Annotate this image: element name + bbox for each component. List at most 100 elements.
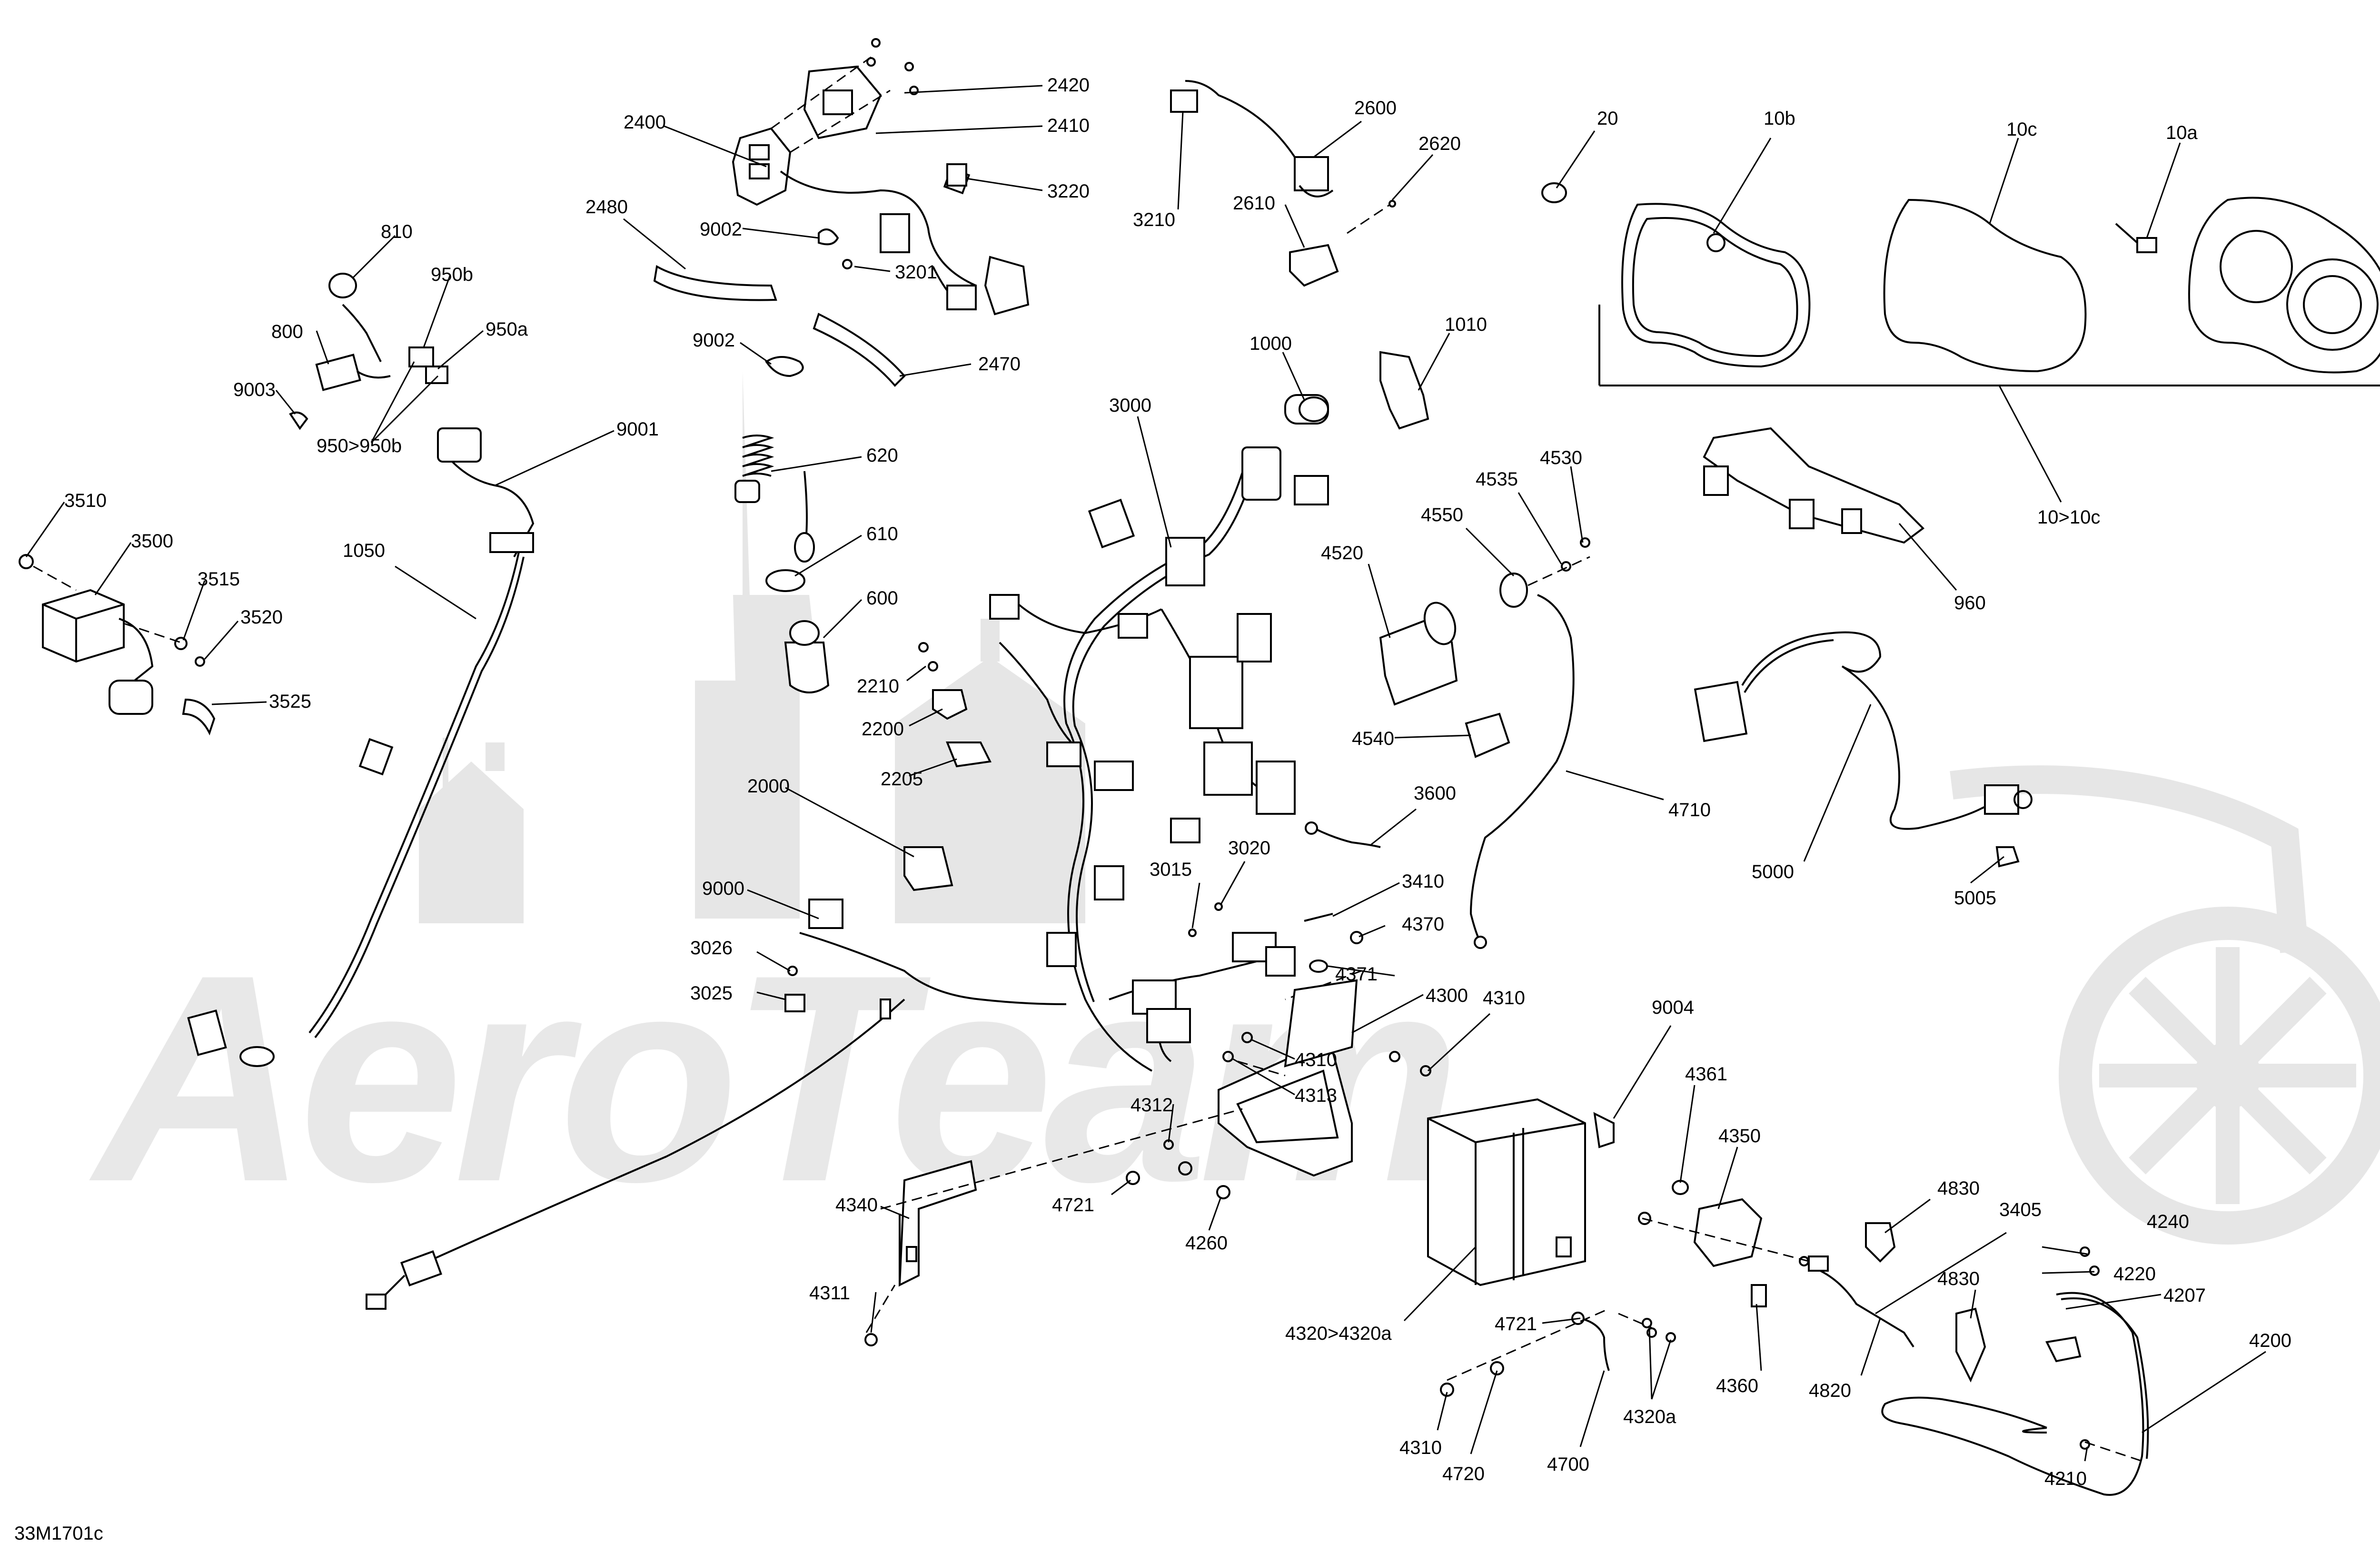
callout-4310-center: 4310 [1295, 1049, 1337, 1070]
callout-4530: 4530 [1540, 447, 1582, 468]
callout-3026: 3026 [690, 938, 733, 959]
sensor-2200 [932, 689, 968, 720]
connector-800 [315, 304, 391, 391]
cable-4200 [1881, 1246, 2149, 1496]
callout-4207: 4207 [2163, 1285, 2206, 1306]
terminal-950a [425, 366, 448, 384]
watermark-skyline [419, 371, 1085, 923]
callout-950-range: 950>950b [317, 435, 402, 456]
left-handlebar-switch [732, 56, 1030, 316]
screw-3020 [1214, 902, 1223, 911]
cable-4700 [1440, 1308, 1676, 1397]
callout-1000: 1000 [1250, 333, 1292, 354]
ground-strap-3600 [1313, 827, 1381, 848]
callout-4350: 4350 [1718, 1126, 1761, 1147]
boot-2610 [1289, 244, 1339, 287]
callout-2610: 2610 [1233, 193, 1275, 214]
cable-3405 [1808, 1265, 1914, 1348]
callout-800: 800 [271, 321, 303, 342]
callout-3210: 3210 [1133, 209, 1175, 230]
switch-block-3500 [19, 554, 216, 736]
callout-620: 620 [866, 445, 898, 466]
callout-4361: 4361 [1685, 1064, 1727, 1085]
washer-4371 [1309, 959, 1328, 973]
callout-4520: 4520 [1321, 543, 1363, 563]
callout-3000: 3000 [1109, 395, 1151, 416]
harness-9000 [366, 899, 1067, 1310]
callout-4710: 4710 [1668, 800, 1711, 820]
callout-2000: 2000 [747, 776, 790, 797]
callout-4210: 4210 [2044, 1468, 2087, 1489]
callout-4320a: 4320a [1623, 1406, 1676, 1427]
watermark-wheel [1950, 765, 2380, 1245]
bezel-10b [1621, 203, 1811, 368]
watermark: AeroTeam [86, 371, 2380, 1245]
callout-950a: 950a [486, 319, 528, 340]
part-drawings [19, 38, 2380, 1496]
connector-3220 [946, 163, 967, 187]
instrument-cluster-group [1598, 197, 2380, 386]
callout-4721-right: 4721 [1495, 1314, 1537, 1335]
nut-20 [1541, 182, 1567, 203]
post-600 [784, 620, 830, 693]
callout-4720: 4720 [1442, 1463, 1485, 1484]
bulb-10a [2136, 237, 2157, 253]
screw-3201 [842, 259, 853, 269]
callout-3201: 3201 [895, 262, 937, 283]
callout-2200: 2200 [862, 719, 904, 740]
callout-4721-left: 4721 [1052, 1195, 1094, 1216]
callout-2620: 2620 [1418, 133, 1461, 154]
callout-10a: 10a [2166, 122, 2198, 143]
callout-4300: 4300 [1426, 985, 1468, 1006]
callout-10b: 10b [1764, 108, 1795, 129]
filter-4520 [1379, 537, 1590, 706]
callout-3515: 3515 [198, 569, 240, 590]
callout-4830-lower: 4830 [1937, 1268, 1980, 1289]
lens-10c [1883, 198, 2087, 373]
callout-3410: 3410 [1402, 871, 1444, 892]
main-harness-3000 [989, 446, 1329, 1072]
callout-3525: 3525 [269, 691, 311, 712]
cable-4710 [1469, 594, 1575, 943]
callout-3500: 3500 [131, 531, 173, 552]
callout-4312: 4312 [1130, 1095, 1173, 1116]
callout-3510: 3510 [64, 490, 107, 511]
relay-2000 [903, 846, 953, 891]
callout-5000: 5000 [1752, 861, 1794, 882]
relay-4350 [1638, 1180, 1809, 1307]
screws-2420 [866, 38, 919, 95]
callout-4370: 4370 [1402, 914, 1444, 935]
callout-4830-upper: 4830 [1937, 1178, 1980, 1199]
callout-3600: 3600 [1414, 783, 1456, 804]
callout-810: 810 [381, 221, 413, 242]
callout-20: 20 [1597, 108, 1618, 129]
callout-4310-lower: 4310 [1399, 1437, 1442, 1458]
leader-lines [25, 85, 2266, 1462]
callout-4310-upper-right: 4310 [1483, 988, 1525, 1008]
connector-3405-end [1808, 1255, 1829, 1272]
cable-1050 [187, 552, 525, 1067]
drawing-code: 33M1701c [14, 1523, 103, 1544]
clip-9003 [289, 411, 308, 430]
callout-4320-range: 4320>4320a [1285, 1323, 1392, 1344]
callout-4371: 4371 [1335, 964, 1378, 985]
callout-2480: 2480 [585, 197, 628, 217]
screw-2210-a [918, 642, 929, 652]
clip-9002-lower [765, 356, 804, 377]
callout-1050: 1050 [343, 540, 385, 561]
callout-1010: 1010 [1445, 314, 1487, 335]
callout-3025: 3025 [690, 983, 733, 1004]
boot-4830-lower [1955, 1307, 1986, 1383]
callout-4340: 4340 [835, 1195, 878, 1216]
callout-2400: 2400 [624, 112, 666, 133]
callout-960: 960 [1954, 593, 1986, 613]
callout-2420: 2420 [1047, 75, 1090, 96]
callout-4360: 4360 [1716, 1375, 1758, 1396]
callout-950b: 950b [431, 264, 473, 285]
lanyard-620 [734, 435, 815, 563]
callout-4550: 4550 [1421, 504, 1463, 525]
callout-9002-upper: 9002 [700, 219, 742, 240]
callout-4700: 4700 [1547, 1454, 1589, 1475]
callout-4260: 4260 [1185, 1233, 1228, 1254]
